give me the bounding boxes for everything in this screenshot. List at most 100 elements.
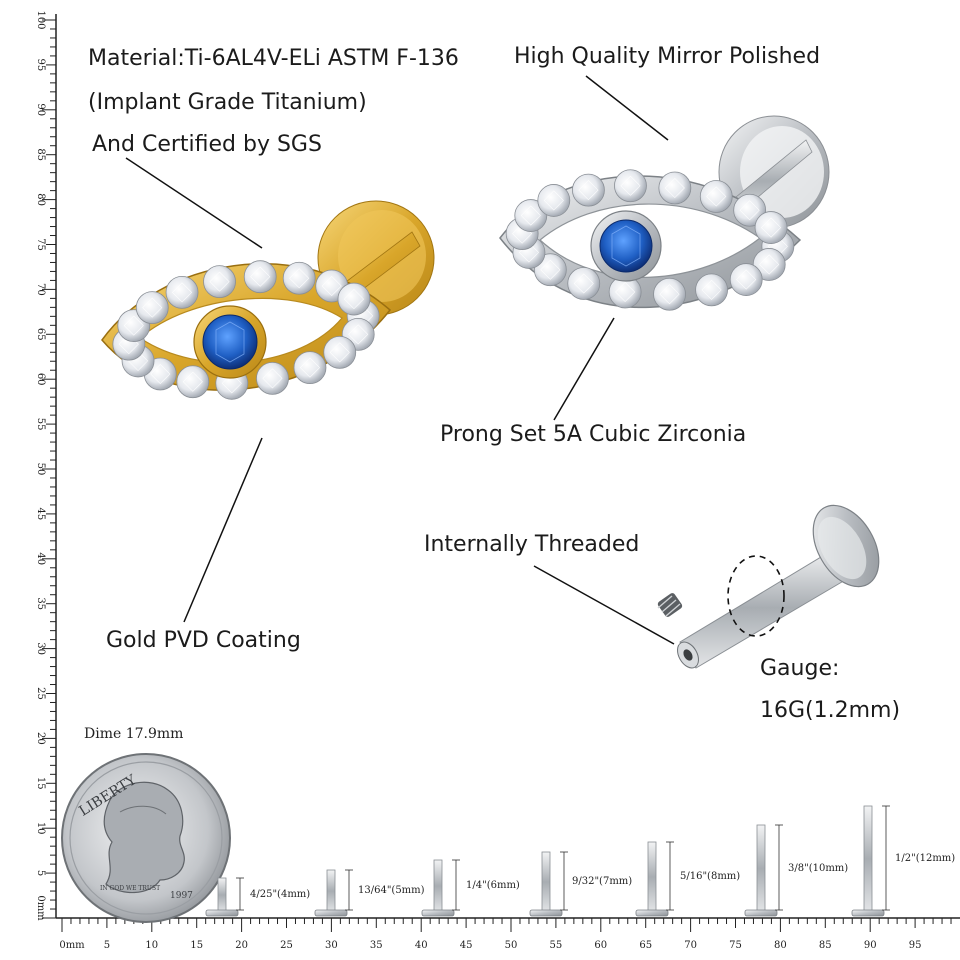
gauge-value: 16G(1.2mm) xyxy=(760,698,901,723)
vertical-ruler-label: 10 xyxy=(35,822,46,835)
horizontal-ruler-label: 40 xyxy=(415,940,428,951)
cubic-zirconia-gem xyxy=(243,260,277,294)
stud-size-label: 1/4"(6mm) xyxy=(466,880,520,891)
gold-evil-eye-stud xyxy=(101,200,435,400)
cubic-zirconia-gem xyxy=(658,171,692,205)
stud-post xyxy=(863,805,873,913)
horizontal-ruler-label: 25 xyxy=(280,940,293,951)
vertical-ruler-zero-label: 0mm xyxy=(35,895,46,921)
prong-set-callout: Prong Set 5A Cubic Zirconia xyxy=(440,422,747,447)
vertical-ruler-label: 15 xyxy=(35,777,46,790)
vertical-ruler-label: 25 xyxy=(35,687,46,700)
material-callout-line3: And Certified by SGS xyxy=(92,132,322,157)
silver-evil-eye-stud xyxy=(499,115,830,311)
stud-post xyxy=(541,851,551,913)
stud-disc xyxy=(635,909,669,917)
horizontal-ruler-label: 95 xyxy=(909,940,922,951)
vertical-ruler-label: 70 xyxy=(35,283,46,296)
stud-disc xyxy=(421,909,455,917)
stud-size-label: 5/16"(8mm) xyxy=(680,871,741,882)
internally-threaded-callout: Internally Threaded xyxy=(424,532,640,557)
material-callout-line2: (Implant Grade Titanium) xyxy=(88,90,367,115)
callout-lines xyxy=(125,75,675,645)
vertical-ruler-label: 90 xyxy=(35,103,46,116)
cubic-zirconia-gem xyxy=(752,248,786,281)
vertical-ruler-label: 35 xyxy=(35,597,46,610)
stud-post xyxy=(217,877,227,913)
stud-disc xyxy=(314,909,348,917)
cubic-zirconia-gem xyxy=(282,261,316,295)
cubic-zirconia-gem xyxy=(537,184,571,217)
horizontal-ruler-label: 65 xyxy=(639,940,652,951)
dime-size-label: Dime 17.9mm xyxy=(84,726,184,742)
cubic-zirconia-gem xyxy=(614,169,647,203)
horizontal-ruler-label: 15 xyxy=(190,940,203,951)
vertical-ruler-label: 5 xyxy=(35,870,46,876)
vertical-ruler-label: 50 xyxy=(35,463,46,476)
horizontal-ruler-label: 5 xyxy=(104,940,110,951)
cubic-zirconia-gem xyxy=(135,291,169,325)
stud-size-label: 9/32"(7mm) xyxy=(572,876,633,887)
vertical-ruler: 5 10 15 20 25 30 35 40 45 50 55 60 65 70 75 80 85 90 95 100… xyxy=(35,10,57,921)
stud-size-lineup xyxy=(205,805,890,917)
vertical-ruler-label: 100 xyxy=(35,10,46,29)
cubic-zirconia-gem xyxy=(653,277,686,311)
horizontal-ruler-label: 80 xyxy=(774,940,787,951)
dime-year-text: 1997 xyxy=(170,891,193,901)
cubic-zirconia-gem xyxy=(514,199,548,232)
vertical-ruler-label: 20 xyxy=(35,732,46,745)
gauge-label: Gauge: xyxy=(760,656,840,681)
horizontal-ruler-label: 55 xyxy=(550,940,563,951)
stud-size-label: 3/8"(10mm) xyxy=(788,862,849,874)
vertical-ruler-label: 80 xyxy=(35,193,46,206)
stud-size-label: 1/2"(12mm) xyxy=(895,853,956,864)
stud-disc xyxy=(851,909,885,917)
horizontal-ruler-label: 10 xyxy=(145,940,158,951)
horizontal-ruler-label: 45 xyxy=(460,940,473,951)
vertical-ruler-label: 60 xyxy=(35,373,46,386)
vertical-ruler-label: 85 xyxy=(35,148,46,161)
cubic-zirconia-gem xyxy=(729,263,763,296)
stud-post xyxy=(326,869,336,913)
horizontal-ruler-zero-label: 0mm xyxy=(59,940,85,951)
mirror-polished-callout: High Quality Mirror Polished xyxy=(514,44,821,69)
stud-post xyxy=(433,859,443,913)
stud-disc xyxy=(744,909,778,917)
cubic-zirconia-gem xyxy=(572,173,605,207)
stud-size-label: 13/64"(5mm) xyxy=(358,885,425,896)
cubic-zirconia-gem xyxy=(323,335,357,369)
vertical-ruler-label: 95 xyxy=(35,59,46,72)
horizontal-ruler-label: 60 xyxy=(594,940,607,951)
stud-disc xyxy=(205,909,239,917)
cubic-zirconia-gem xyxy=(699,180,733,213)
cubic-zirconia-gem xyxy=(203,265,236,299)
cubic-zirconia-gem xyxy=(337,282,371,316)
cubic-zirconia-gem xyxy=(754,211,788,244)
cubic-zirconia-gem xyxy=(176,365,210,399)
dime-coin: LIBERTY IN GOD WE TRUST 1997 xyxy=(61,753,231,923)
horizontal-ruler-label: 20 xyxy=(235,940,248,951)
cubic-zirconia-gem xyxy=(567,267,601,300)
stud-post xyxy=(756,824,766,913)
material-callout-line1: Material:Ti-6AL4V-ELi ASTM F-136 xyxy=(88,46,459,71)
horizontal-ruler-label: 35 xyxy=(370,940,383,951)
cubic-zirconia-gem xyxy=(695,273,728,307)
horizontal-ruler-label: 75 xyxy=(729,940,742,951)
dime-motto-text: IN GOD WE TRUST xyxy=(100,885,160,892)
internally-threaded-post xyxy=(657,504,880,669)
cubic-zirconia-gem xyxy=(256,361,289,395)
horizontal-ruler-label: 90 xyxy=(864,940,877,951)
vertical-ruler-label: 40 xyxy=(35,552,46,565)
cubic-zirconia-gem xyxy=(293,351,327,385)
vertical-ruler-label: 55 xyxy=(35,418,46,431)
vertical-ruler-label: 30 xyxy=(35,642,46,655)
stud-post xyxy=(647,841,657,913)
vertical-ruler-label: 45 xyxy=(35,508,46,521)
horizontal-ruler-label: 50 xyxy=(505,940,518,951)
horizontal-ruler-label: 30 xyxy=(325,940,338,951)
vertical-ruler-label: 65 xyxy=(35,328,46,341)
threaded-pin-icon xyxy=(657,593,683,617)
vertical-ruler-label: 75 xyxy=(35,238,46,251)
